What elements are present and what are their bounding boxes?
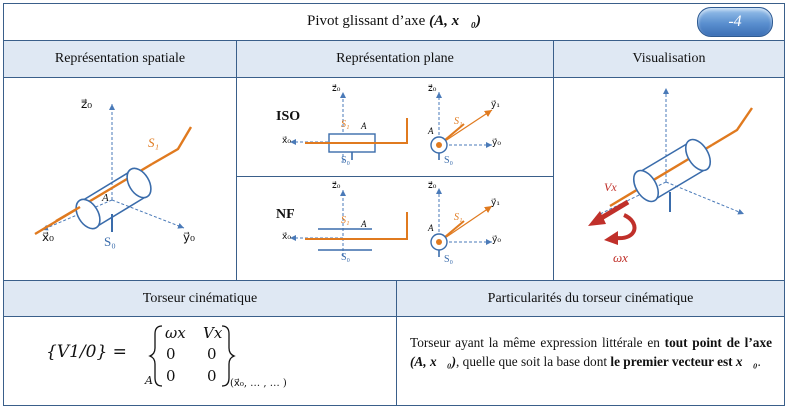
divider (237, 176, 553, 177)
y0-axis (111, 199, 185, 229)
nf-a: A (361, 219, 367, 229)
col-visual-head: Visualisation (554, 41, 784, 78)
spatial-diagram (34, 104, 193, 236)
iso-r-s0: S₀ (444, 155, 454, 166)
label-x0: x⃗₀ (42, 230, 54, 244)
nf-shaft (305, 212, 408, 240)
torseur-vx: Vx (203, 324, 223, 342)
torseur-lhs: {V1/0} = (46, 342, 127, 362)
cylinder-end (126, 167, 152, 199)
iso-right (430, 92, 493, 160)
divider (553, 41, 554, 281)
torseur-head: Torseur cinématique (4, 281, 396, 317)
nf-r-z0: z⃗₀ (428, 181, 437, 191)
torseur-point: A (145, 374, 153, 387)
iso-s0: S₀ (341, 155, 351, 166)
sheet (3, 3, 785, 406)
nf-right (430, 188, 493, 257)
cylinder-front (75, 198, 101, 230)
iso-shaft (305, 118, 408, 144)
iso-x0: x⃗₀ (282, 136, 291, 146)
torseur-m32: 0 (207, 367, 217, 385)
label-omega: ωx (613, 250, 628, 265)
label-s0: S₀ (104, 234, 116, 249)
label-s1: S₁ (148, 135, 160, 150)
particularites-head: Particularités du torseur cinématique (397, 281, 784, 317)
iso-r-y0: y⃗₀ (492, 138, 501, 148)
torseur-m21: 0 (166, 345, 176, 363)
divider (236, 41, 237, 281)
nf-r-y1: y⃗₁ (491, 198, 500, 208)
torseur-base: (x⃗₀, … , … ) (230, 378, 287, 389)
iso-r-a: A (428, 126, 434, 136)
label-z0: z⃗₀ (81, 97, 93, 111)
nf-r-y0: y⃗₀ (492, 235, 501, 245)
title-axis: (A, x⃗₀) (429, 13, 481, 29)
visual-diagram (588, 88, 753, 245)
col-plane-head: Représentation plane (237, 41, 553, 78)
nf-s0: S₀ (341, 252, 351, 263)
description: Torseur ayant la même expression littéra… (410, 335, 772, 369)
cylinder-body (79, 170, 148, 228)
label-y0: y⃗₀ (183, 230, 195, 244)
iso-a: A (361, 121, 367, 131)
label-vx: Vx (604, 180, 617, 194)
col-spatial-head: Représentation spatiale (4, 41, 236, 78)
label-a: A (102, 192, 109, 204)
nf-r-s1: S₁ (454, 212, 463, 223)
torseur-omega: ωx (165, 324, 186, 342)
torseur-brace (148, 325, 236, 387)
page-title: Pivot glissant d’axe (A, x⃗₀) (4, 13, 784, 30)
title-text: Pivot glissant d’axe (307, 13, 430, 29)
iso-left (290, 92, 408, 162)
vx-arrow (596, 199, 630, 223)
omega-arrow (615, 213, 637, 241)
nf-s1: S₁ (341, 215, 350, 226)
divider (4, 40, 785, 41)
nf-r-s0: S₀ (444, 254, 454, 265)
divider (396, 281, 397, 406)
label-iso: ISO (276, 109, 301, 124)
iso-z0: z⃗₀ (332, 84, 341, 94)
iso-s1: S₁ (341, 119, 350, 130)
shaft-arm (151, 126, 193, 166)
iso-r-y1: y⃗₁ (491, 100, 500, 110)
divider (4, 280, 785, 281)
nf-r-a: A (428, 223, 434, 233)
nf-left (290, 190, 408, 256)
label-nf: NF (276, 207, 295, 222)
nf-z0: z⃗₀ (332, 181, 341, 191)
torseur-m22: 0 (207, 345, 217, 363)
iso-r-s1: S₁ (454, 116, 463, 127)
torseur-m31: 0 (166, 367, 176, 385)
iso-r-z0: z⃗₀ (428, 84, 437, 94)
nf-x0: x⃗₀ (282, 232, 291, 242)
chapter-badge: -4 (697, 7, 773, 37)
x0-axis (41, 199, 113, 231)
